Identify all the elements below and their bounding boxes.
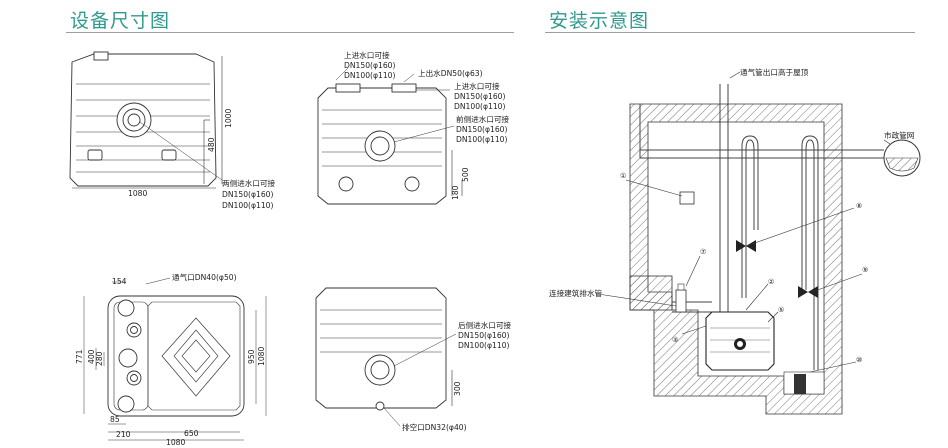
install-marker-8: ⑧ [856,202,862,210]
side-front-inlet-line3: DN100(φ110) [456,135,507,144]
install-marker-5: ⑤ [778,306,784,314]
install-marker-2: ② [768,278,774,286]
dimensions-divider [66,32,514,33]
top-dim-85: 85 [110,415,120,424]
top-dim-154: 154 [112,277,127,286]
install-marker-7: ⑦ [700,248,706,256]
install-marker-3: ③ [672,336,678,344]
side-front-inlet-line2: DN150(φ160) [456,125,507,134]
top-dim-650: 650 [184,429,199,438]
front-view [69,51,223,189]
install-marker-10: ⑩ [856,356,862,364]
front-side-inlet-line3: DN100(φ110) [222,201,273,210]
top-dim-280: 280 [95,351,104,366]
side-dim-180: 180 [451,185,460,200]
top-dim-950: 950 [247,349,256,364]
side-top-outlet: 上出水DN50(φ63) [418,68,483,78]
install-municipal-label: 市政管网 [884,130,914,140]
top-dim-400: 400 [87,349,96,364]
install-building-drain-label: 连接建筑排水管 [549,288,603,298]
install-divider [545,32,915,33]
side-top-inlet-line3: DN100(φ110) [344,71,395,80]
side-dim-500: 500 [461,167,470,182]
rear-inlet-line3: DN100(φ110) [458,341,509,350]
side-top-inlet-right-line1: 上进水口可接 [454,81,500,91]
side-top-inlet-line2: DN150(φ160) [344,61,395,70]
rear-dim-300: 300 [453,381,462,396]
top-vent-label: 通气口DN40(φ50) [172,272,237,282]
rear-drain-label: 排空口DN32(φ40) [402,422,467,432]
front-side-inlet-line1: 两侧进水口可接 [222,178,276,188]
front-dim-inlet: 480 [207,137,216,152]
front-dim-width: 1080 [128,189,147,198]
top-view [83,277,267,441]
rear-view [315,287,457,427]
install-vent-note: 通气管出口高于屋顶 [740,67,809,77]
side-top-inlet-right-line3: DN100(φ110) [454,102,505,111]
top-dim-771: 771 [75,349,84,364]
side-top-inlet-right-line2: DN150(φ160) [454,92,505,101]
rear-inlet-line2: DN150(φ160) [458,331,509,340]
front-side-inlet-line2: DN150(φ160) [222,190,273,199]
top-dim-210: 210 [116,430,131,439]
top-dim-1080-vertical: 1080 [257,347,266,366]
front-dim-height: 1000 [224,109,233,128]
side-view [317,67,463,205]
side-top-inlet-line1: 上进水口可接 [344,50,390,60]
side-front-inlet-line1: 前侧进水口可接 [456,114,510,124]
top-dim-1080-horizontal: 1080 [166,438,185,447]
dimensions-title: 设备尺寸图 [70,10,171,32]
install-marker-1: ① [620,172,626,180]
install-diagram [597,71,921,415]
rear-inlet-line1: 后侧进水口可接 [458,320,512,330]
install-marker-9: ⑨ [862,266,868,274]
install-title: 安装示意图 [549,10,650,32]
